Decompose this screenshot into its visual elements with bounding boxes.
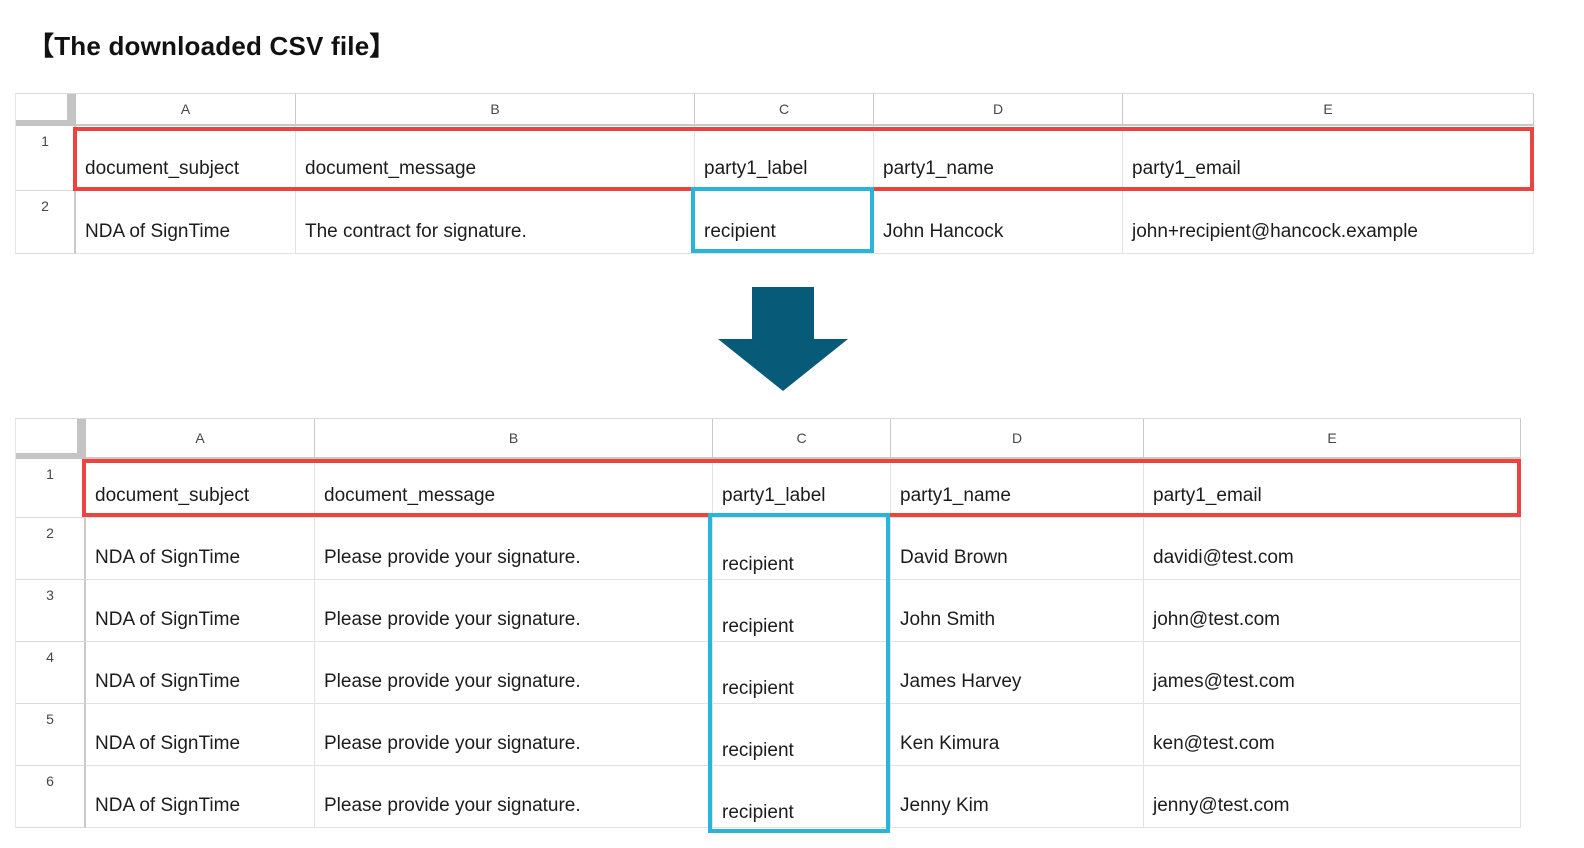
column-header-e[interactable]: E <box>1144 419 1521 459</box>
column-header-b[interactable]: B <box>315 419 713 459</box>
cell-a3[interactable]: NDA of SignTime <box>86 580 315 642</box>
column-header-a[interactable]: A <box>86 419 315 459</box>
cell-d6[interactable]: Jenny Kim <box>891 766 1144 828</box>
cell-b5[interactable]: Please provide your signature. <box>315 704 713 766</box>
select-all-corner[interactable] <box>16 94 76 126</box>
cell-d5[interactable]: Ken Kimura <box>891 704 1144 766</box>
row-header-5[interactable]: 5 <box>16 704 86 766</box>
row-header-2[interactable]: 2 <box>16 518 86 580</box>
cell-e2[interactable]: davidi@test.com <box>1144 518 1521 580</box>
cell-b2[interactable]: The contract for signature. <box>296 191 695 254</box>
column-header-c[interactable]: C <box>695 94 874 126</box>
cell-d4[interactable]: James Harvey <box>891 642 1144 704</box>
row-header-1[interactable]: 1 <box>16 459 86 518</box>
page-title: 【The downloaded CSV file】 <box>28 31 396 61</box>
cell-a1[interactable]: document_subject <box>86 459 315 518</box>
cell-a6[interactable]: NDA of SignTime <box>86 766 315 828</box>
cell-a2[interactable]: NDA of SignTime <box>76 191 296 254</box>
cell-e6[interactable]: jenny@test.com <box>1144 766 1521 828</box>
cell-c3[interactable]: recipient <box>713 580 891 642</box>
row-header-4[interactable]: 4 <box>16 642 86 704</box>
column-header-d[interactable]: D <box>891 419 1144 459</box>
cell-e4[interactable]: james@test.com <box>1144 642 1521 704</box>
cell-d1[interactable]: party1_name <box>891 459 1144 518</box>
row-header-6[interactable]: 6 <box>16 766 86 828</box>
cell-a1[interactable]: document_subject <box>76 126 296 191</box>
cell-e1[interactable]: party1_email <box>1123 126 1534 191</box>
cell-c5[interactable]: recipient <box>713 704 891 766</box>
row-header-2[interactable]: 2 <box>16 191 76 254</box>
row-header-1[interactable]: 1 <box>16 126 76 191</box>
cell-b1[interactable]: document_message <box>315 459 713 518</box>
cell-a2[interactable]: NDA of SignTime <box>86 518 315 580</box>
cell-a4[interactable]: NDA of SignTime <box>86 642 315 704</box>
cell-b2[interactable]: Please provide your signature. <box>315 518 713 580</box>
cell-c4[interactable]: recipient <box>713 642 891 704</box>
cell-c1[interactable]: party1_label <box>713 459 891 518</box>
cell-b6[interactable]: Please provide your signature. <box>315 766 713 828</box>
column-header-e[interactable]: E <box>1123 94 1534 126</box>
column-header-a[interactable]: A <box>76 94 296 126</box>
cell-e5[interactable]: ken@test.com <box>1144 704 1521 766</box>
column-header-d[interactable]: D <box>874 94 1123 126</box>
cell-e3[interactable]: john@test.com <box>1144 580 1521 642</box>
cell-c6[interactable]: recipient <box>713 766 891 828</box>
cell-b3[interactable]: Please provide your signature. <box>315 580 713 642</box>
cell-d2[interactable]: David Brown <box>891 518 1144 580</box>
row-header-3[interactable]: 3 <box>16 580 86 642</box>
column-header-c[interactable]: C <box>713 419 891 459</box>
cell-b1[interactable]: document_message <box>296 126 695 191</box>
cell-d3[interactable]: John Smith <box>891 580 1144 642</box>
cell-b4[interactable]: Please provide your signature. <box>315 642 713 704</box>
cell-c1[interactable]: party1_label <box>695 126 874 191</box>
cell-d2[interactable]: John Hancock <box>874 191 1123 254</box>
select-all-corner[interactable] <box>16 419 86 459</box>
column-header-b[interactable]: B <box>296 94 695 126</box>
cell-e2[interactable]: john+recipient@hancock.example <box>1123 191 1534 254</box>
cell-e1[interactable]: party1_email <box>1144 459 1521 518</box>
down-arrow-icon <box>718 287 848 396</box>
cell-d1[interactable]: party1_name <box>874 126 1123 191</box>
cell-a5[interactable]: NDA of SignTime <box>86 704 315 766</box>
cell-c2[interactable]: recipient <box>695 191 874 254</box>
cell-c2[interactable]: recipient <box>713 518 891 580</box>
